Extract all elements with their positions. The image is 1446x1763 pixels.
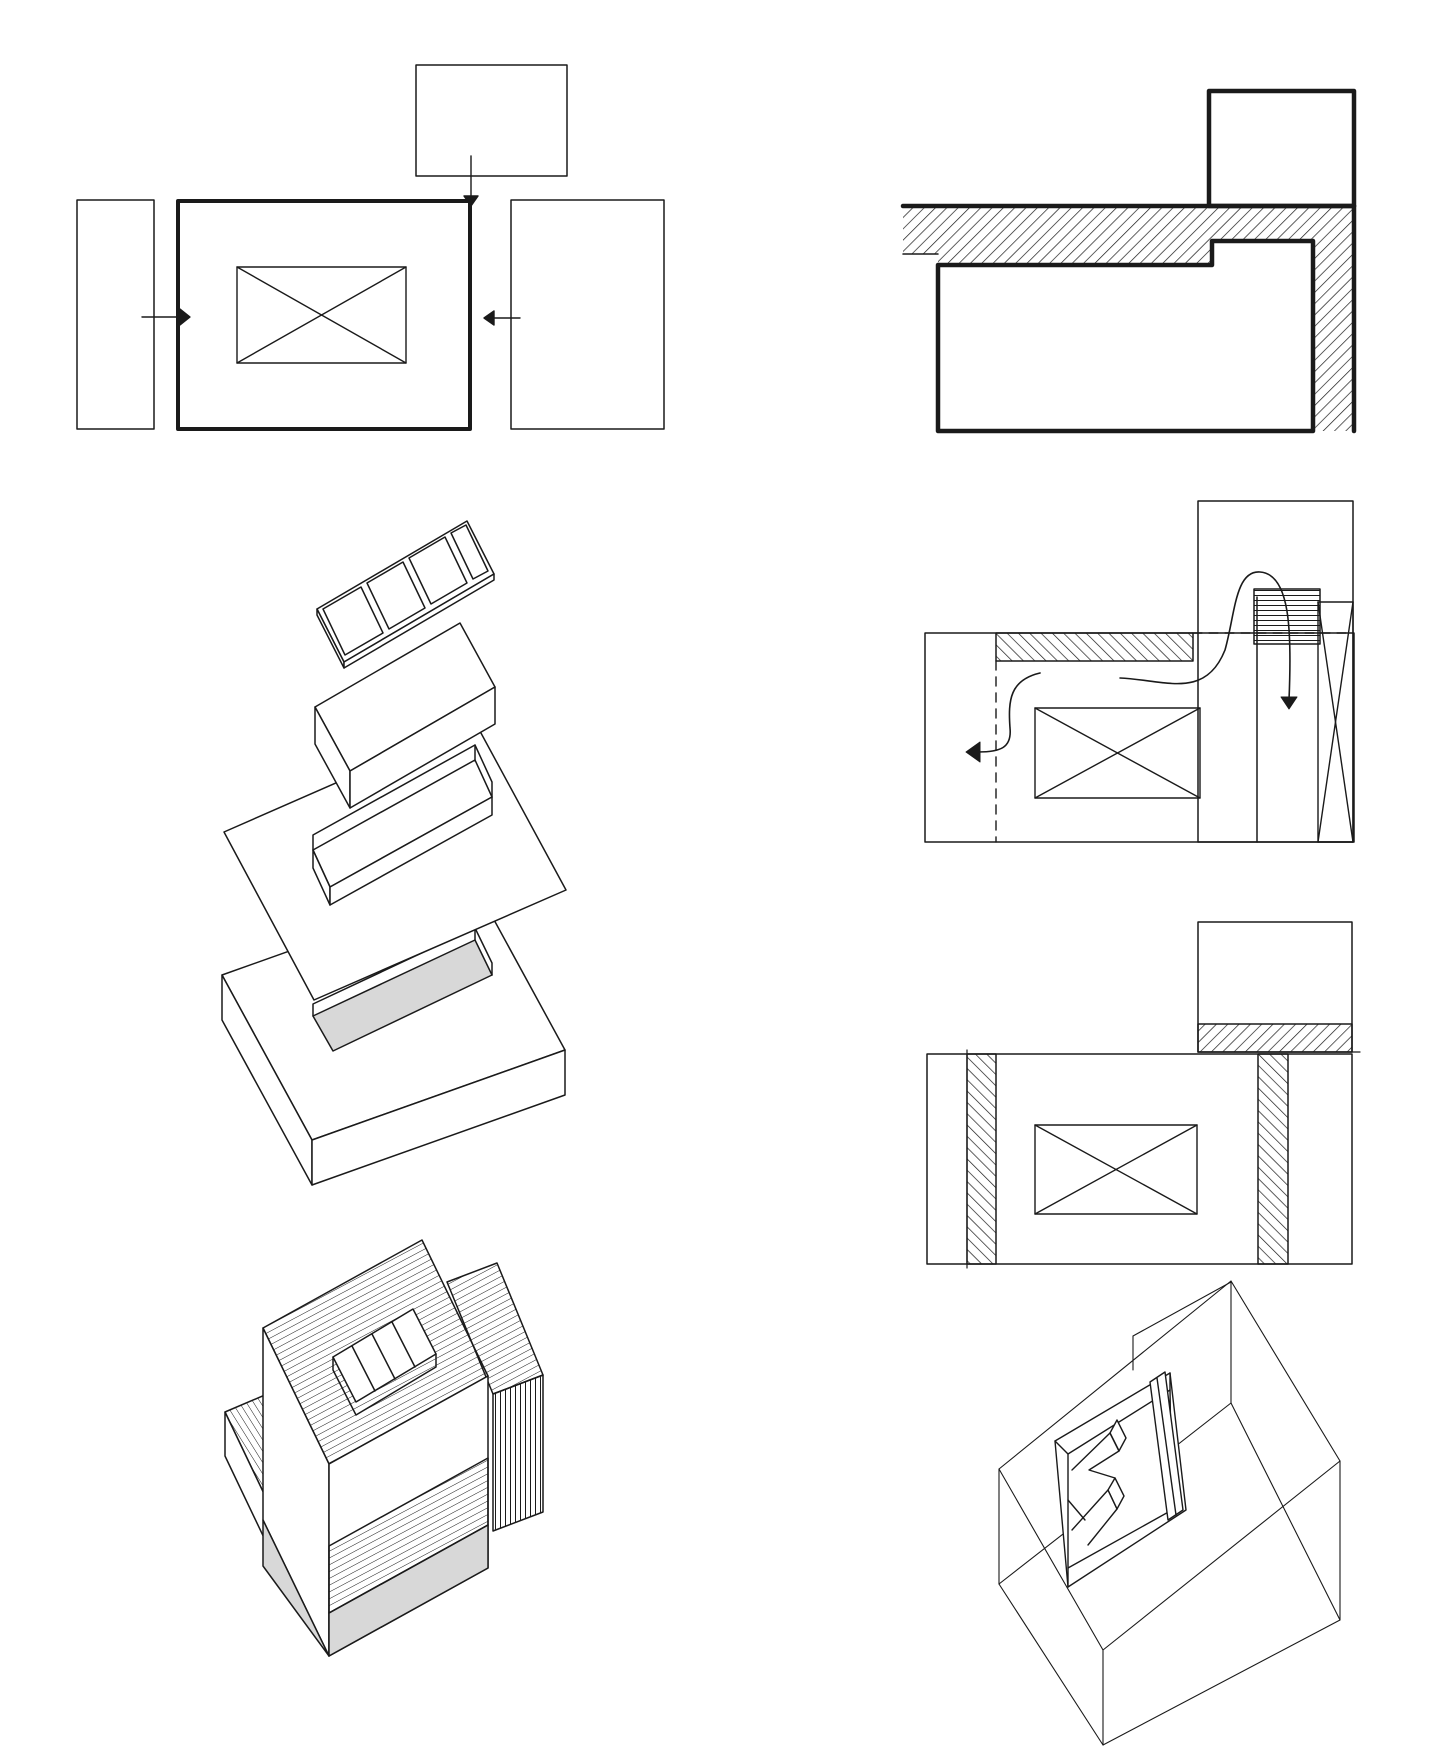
arrow-icon bbox=[1280, 696, 1298, 710]
hatched-wall bbox=[903, 206, 1354, 431]
lift-core bbox=[1317, 601, 1354, 843]
plan-entries bbox=[76, 64, 665, 431]
inner-frame bbox=[1054, 1371, 1187, 1588]
hatched-band-right bbox=[1257, 1053, 1289, 1265]
central-void bbox=[236, 266, 407, 364]
arrow-icon bbox=[483, 310, 521, 326]
main-room bbox=[176, 199, 472, 431]
plan-l-shape-hatched-wall bbox=[900, 88, 1357, 434]
lower-room bbox=[935, 238, 1316, 434]
circulation-path bbox=[1119, 571, 1291, 701]
arrow-icon bbox=[965, 741, 981, 763]
top-block bbox=[415, 64, 568, 177]
central-void bbox=[1034, 1124, 1198, 1215]
left-block bbox=[76, 199, 155, 430]
plan-hatched-bands bbox=[926, 921, 1361, 1269]
grid-tray bbox=[316, 520, 495, 669]
hatched-band-top bbox=[1197, 1023, 1353, 1053]
right-block bbox=[510, 199, 665, 430]
hatched-band-left bbox=[966, 1053, 997, 1265]
hatched-bar bbox=[995, 632, 1194, 662]
upper-room bbox=[1206, 88, 1357, 209]
assembled-axonometric bbox=[224, 1239, 544, 1657]
plan-circulation bbox=[924, 500, 1355, 843]
exploded-axonometric bbox=[221, 520, 567, 1186]
arrow-icon bbox=[141, 308, 191, 326]
arrow-icon bbox=[463, 155, 479, 207]
central-void bbox=[1034, 707, 1201, 799]
circulation-path-left bbox=[977, 672, 1041, 753]
solid-box bbox=[314, 622, 496, 809]
wireframe-axonometric bbox=[998, 1280, 1341, 1746]
